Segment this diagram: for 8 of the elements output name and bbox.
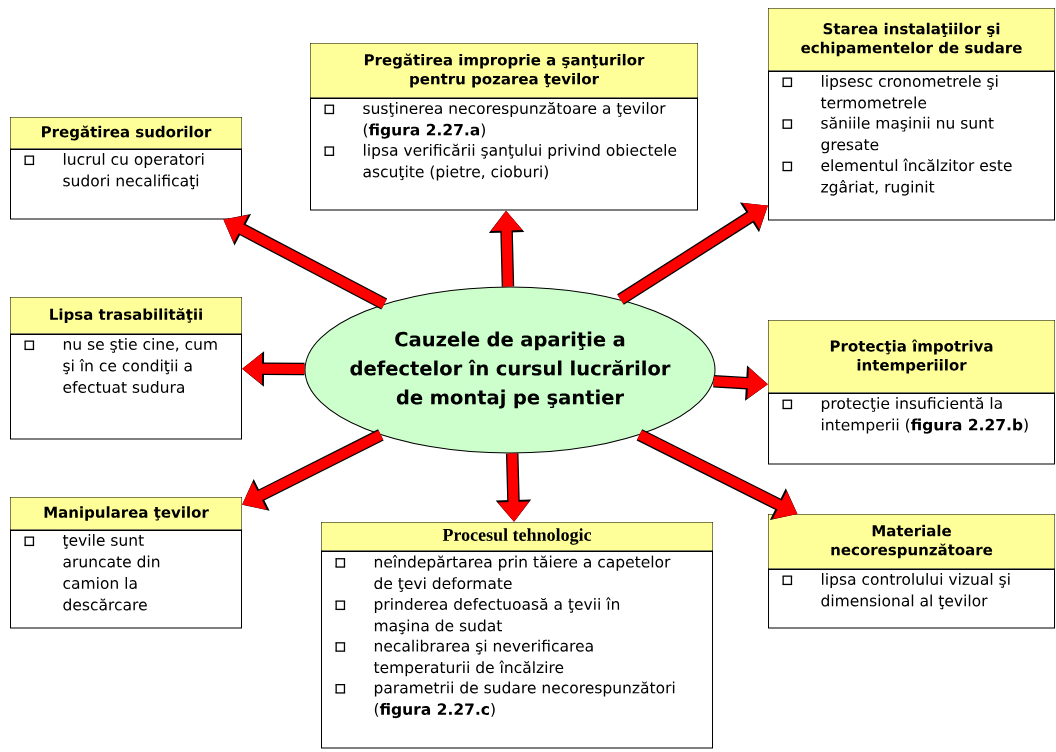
cause-box: Manipularea ţevilor ţevile sunt aruncate din camion la descărcare <box>9 497 243 629</box>
cause-box: Protecţia împotriva intemperiilor protecţie insuficientă la intemperii (figura 2.27.b) <box>767 320 1056 465</box>
cause-box: Materiale necorespunzătoare lipsa controlului vizual şi dimensional al ţevilor <box>767 514 1056 629</box>
cause-box: Pregătirea sudorilor lucrul cu operatori sudori necalificaţi <box>9 117 243 220</box>
cause-box: Pregătirea improprie a şanţurilor pentru pozarea ţevilor susţinerea necorespunzătoare a ţevilor (figura 2.27.a) lipsa verificării şanţului privind obiectele ascuţite (pietre, cioburi) <box>309 43 699 211</box>
cause-box: Lipsa trasabilităţii nu se ştie cine, cum şi în ce condiţii a efectuat sudura <box>9 297 243 440</box>
cause-box: Starea instalaţiilor şi echipamentelor de sudare lipsesc cronometrele şi termometrele săniile maşinii nu sunt gresate elementul încălzitor este zgâriat, ruginit <box>767 8 1056 221</box>
cause-box: Procesul tehnologic neîndepărtarea prin tăiere a capetelor de ţevi deformate prinderea defectuoasă a ţevii în maşina de sudat necalibrarea şi neverificarea temperaturii de încălzire parametrii de sudare necorespunzători (figura 2.27.c) <box>320 522 714 749</box>
